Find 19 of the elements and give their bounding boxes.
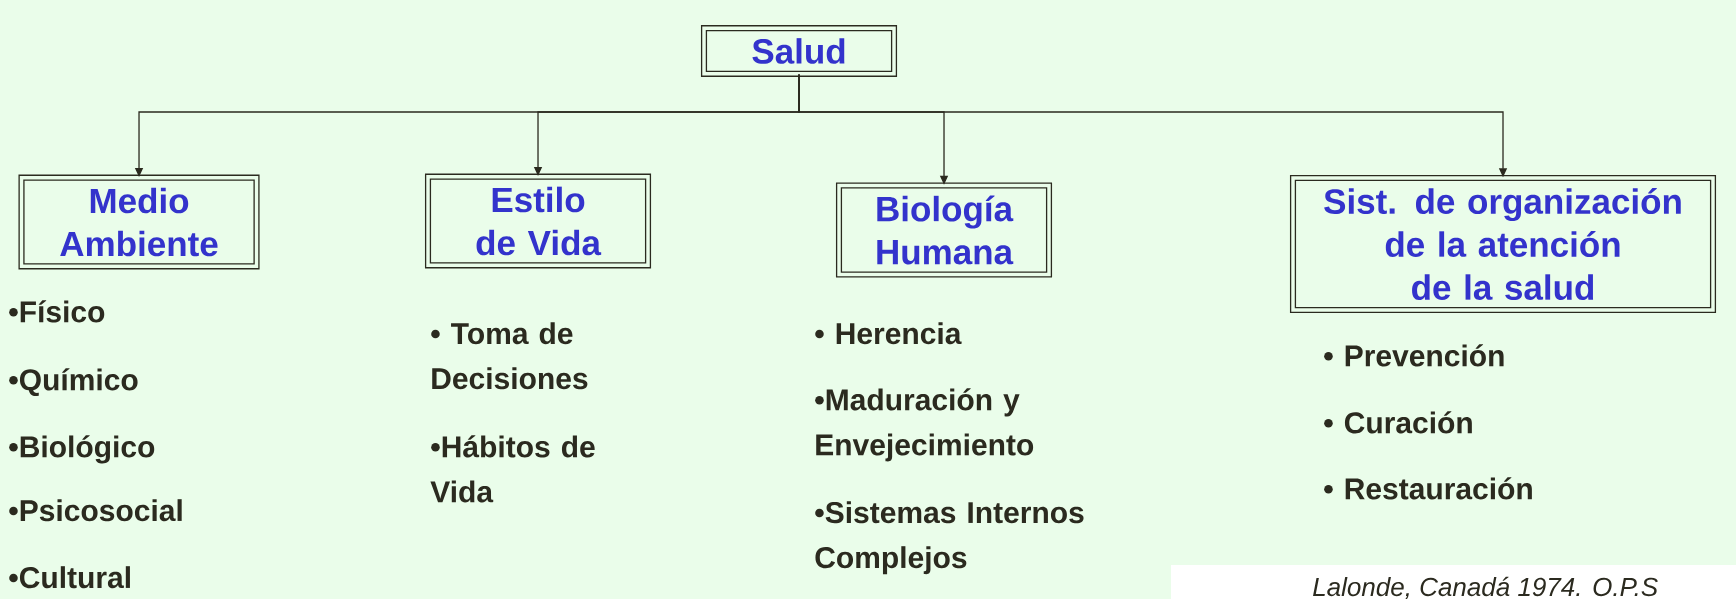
list-item: •Físico [9,300,105,323]
category-box: Salud [700,25,898,77]
list-item: •Sistemas Internos Complejos [815,501,1084,575]
citation: Lalonde, Canadá 1974. O.P.S [1171,565,1736,599]
list-item: •Hábitos de Vida [430,435,595,503]
list-item: •Biológico [9,435,155,464]
list-item: • Prevención [1324,344,1504,367]
list-item: • Toma de Decisiones [431,322,588,390]
list-item: •Psicosocial [9,499,182,522]
list-item: •Cultural [9,566,130,589]
list-item: • Curación [1324,411,1472,434]
category-box: Sist. de organización de la atención de la salud [1289,174,1717,314]
category-box: Estilo de Vida [424,173,652,269]
list-item: • Restauración [1324,477,1532,500]
list-item: •Maduración y Envejecimiento [815,388,1034,462]
category-box: Medio Ambiente [18,174,260,270]
category-box: Biología Humana [835,182,1053,278]
list-item: • Herencia [815,322,962,345]
list-item: •Químico [9,368,138,397]
